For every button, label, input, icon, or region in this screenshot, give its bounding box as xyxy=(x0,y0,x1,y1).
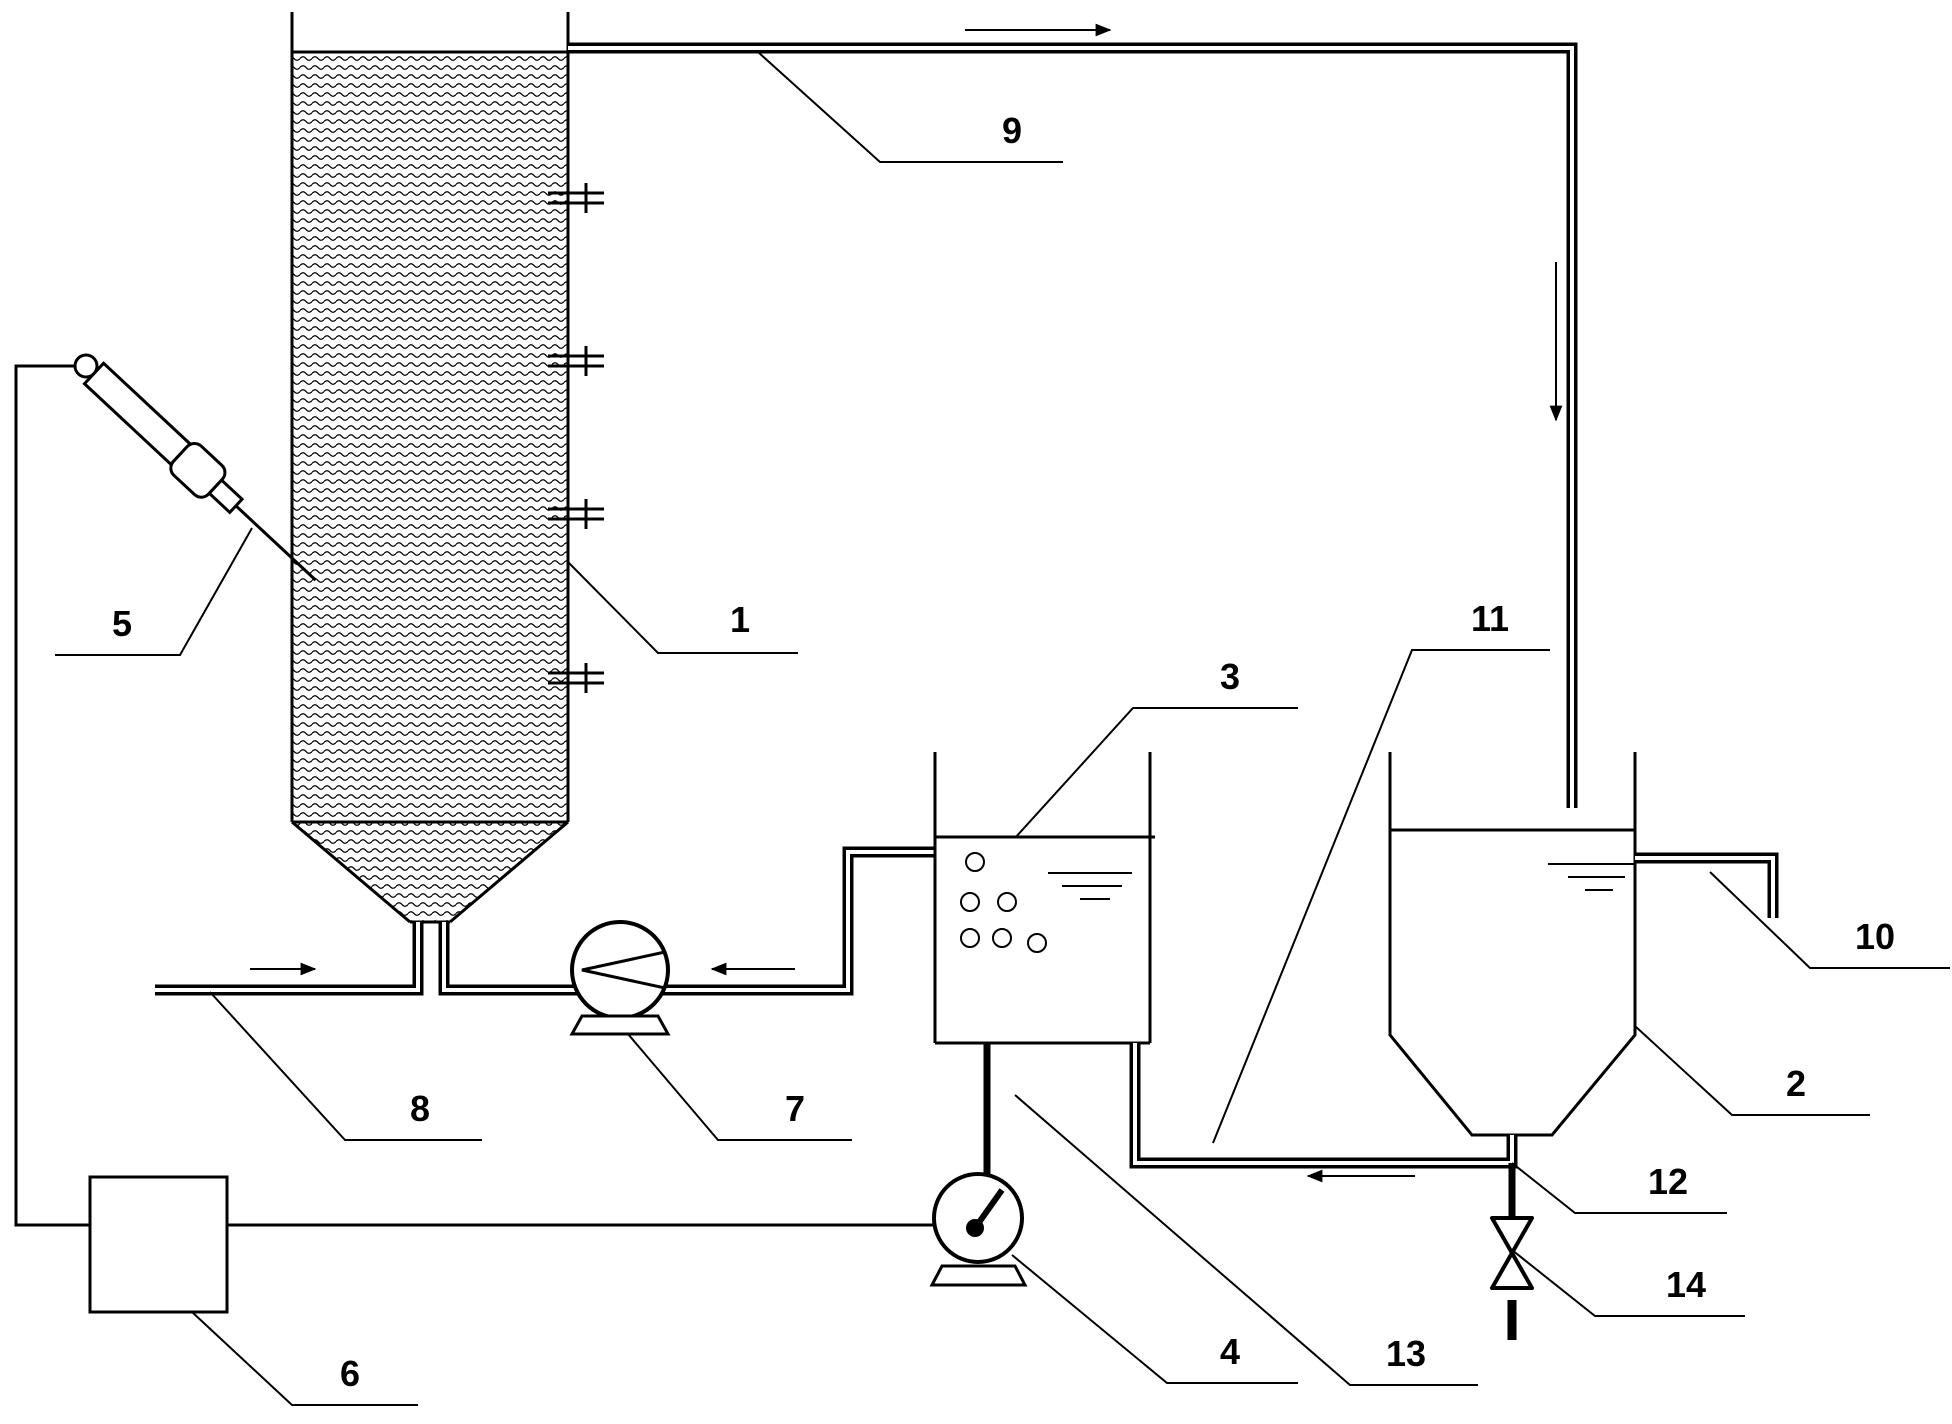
label-2: 2 xyxy=(1786,1063,1806,1104)
recirculation-pipe xyxy=(438,846,935,996)
controller-box xyxy=(88,1175,229,1314)
label-7: 7 xyxy=(785,1088,805,1129)
label-14: 14 xyxy=(1666,1264,1706,1305)
effluent-pipe xyxy=(568,23,1578,808)
label-1: 1 xyxy=(730,599,750,640)
label-10: 10 xyxy=(1855,916,1895,957)
probe-sensor xyxy=(73,353,317,582)
reactor-column xyxy=(290,12,570,924)
leader-lines xyxy=(55,51,1950,1406)
recirculation-pump xyxy=(569,920,671,1036)
sampling-port xyxy=(548,663,604,693)
overflow-outlet xyxy=(1635,852,1779,918)
inlet-pipe xyxy=(155,922,424,996)
sampling-port xyxy=(548,499,604,529)
label-6: 6 xyxy=(340,1353,360,1394)
label-11: 11 xyxy=(1471,598,1509,639)
water-level-symbol xyxy=(1048,872,1132,900)
sampling-port xyxy=(548,346,604,376)
label-3: 3 xyxy=(1220,656,1240,697)
aeration-bubbles xyxy=(960,852,1047,953)
signal-lines xyxy=(14,364,934,1227)
settling-tank xyxy=(1388,752,1637,1137)
label-5: 5 xyxy=(112,603,132,644)
label-13: 13 xyxy=(1386,1333,1426,1374)
water-level-symbol xyxy=(1548,863,1635,891)
label-12: 12 xyxy=(1648,1161,1688,1202)
sampling-ports xyxy=(548,183,604,693)
label-9: 9 xyxy=(1002,110,1022,151)
label-8: 8 xyxy=(410,1088,430,1129)
intermediate-tank xyxy=(933,752,1155,1045)
label-4: 4 xyxy=(1220,1331,1240,1372)
valve xyxy=(1490,1216,1534,1340)
air-pump xyxy=(929,1172,1028,1287)
callout-labels: 1 2 3 4 5 6 7 8 9 10 11 12 13 14 xyxy=(112,110,1895,1394)
sampling-port xyxy=(548,183,604,213)
sludge-return-pipe xyxy=(1129,1043,1518,1183)
